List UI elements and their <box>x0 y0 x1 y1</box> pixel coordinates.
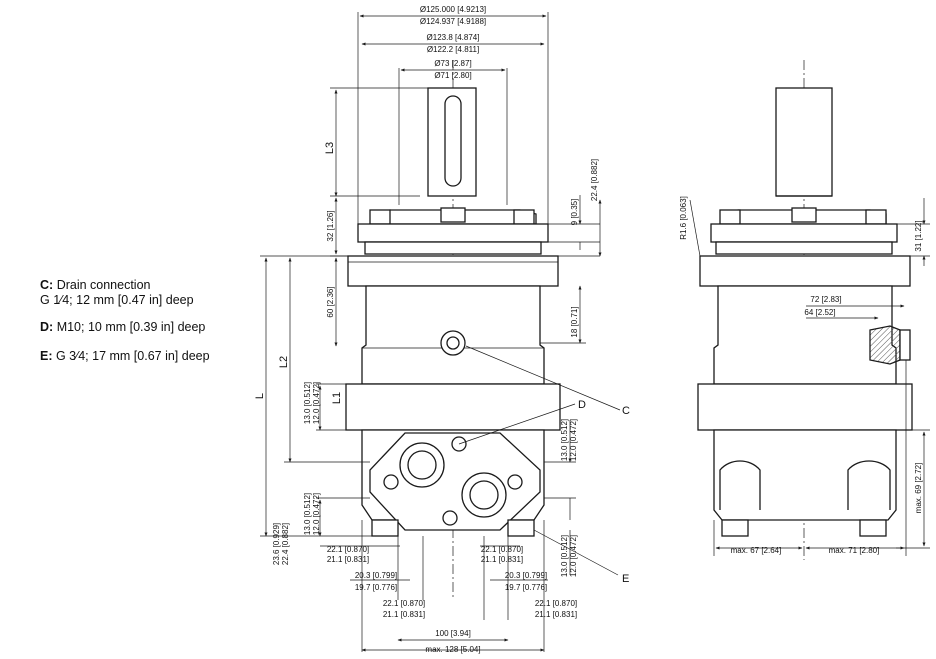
dim-120a1: 12.0 [0.472] <box>312 382 321 424</box>
dim-dia3b: Ø71 [2.80] <box>434 71 471 80</box>
legend-c-line2: G 1⁄4; 12 mm [0.47 in] deep <box>40 293 194 307</box>
bolt-head <box>507 519 535 537</box>
legend-c-letter: C: <box>40 278 54 292</box>
thread <box>383 474 399 490</box>
legend-e: E: G 3⁄4; 17 mm [0.67 in] deep <box>40 349 210 364</box>
legend-d-letter: D: <box>40 320 54 334</box>
dim-dia1b: Ø124.937 [4.9188] <box>420 17 486 26</box>
dim-224top: 22.4 [0.882] <box>590 159 599 201</box>
dim-31: 31 [1.22] <box>914 220 923 251</box>
dim-l2: L2 <box>278 356 290 368</box>
dim-max71: max. 71 [2.80] <box>829 546 880 555</box>
side-view <box>697 60 913 560</box>
dim-r16: R1.6 [0.063] <box>679 196 688 240</box>
shaft-keyway <box>444 95 462 187</box>
dim-130b2: 13.0 [0.512] <box>560 535 569 577</box>
bolt-head <box>371 519 399 537</box>
bolt-head <box>513 209 535 225</box>
thread <box>507 474 523 490</box>
dim-221d: 22.1 [0.870] <box>535 599 577 608</box>
dim-197b: 19.7 [0.776] <box>505 583 547 592</box>
bolt-head <box>369 209 391 225</box>
callout-c: C <box>622 405 630 417</box>
flange-ring <box>357 223 549 243</box>
side-flange <box>699 255 911 287</box>
dim-18: 18 [0.71] <box>570 306 579 337</box>
thread <box>442 510 458 526</box>
dim-l3: L3 <box>324 142 336 154</box>
dim-dia2a: Ø123.8 [4.874] <box>427 33 480 42</box>
front-dimension-labels: Ø125.000 [4.9213] Ø124.937 [4.9188] Ø123… <box>254 5 630 654</box>
dim-120a2: 12.0 [0.472] <box>569 419 578 461</box>
dim-221c: 22.1 [0.870] <box>383 599 425 608</box>
gerotor-ring <box>345 383 561 431</box>
dim-72: 72 [2.83] <box>810 295 841 304</box>
legend-e-text: G 3⁄4; 17 mm [0.67 in] deep <box>55 349 210 363</box>
dim-max69: max. 69 [2.72] <box>914 463 923 514</box>
dim-130a2: 13.0 [0.512] <box>560 419 569 461</box>
callout-d: D <box>578 399 586 411</box>
legend-drain-connection: C: Drain connection G 1⁄4; 12 mm [0.47 i… <box>40 278 194 308</box>
dim-dia3a: Ø73 [2.87] <box>434 59 471 68</box>
dim-dia2b: Ø122.2 [4.811] <box>427 45 479 54</box>
dim-197a: 19.7 [0.776] <box>355 583 397 592</box>
front-view <box>345 60 561 600</box>
side-shaft <box>775 87 833 197</box>
dim-211b: 21.1 [0.831] <box>481 555 523 564</box>
dim-32: 32 [1.26] <box>326 210 335 241</box>
legend-d-text: M10; 10 mm [0.39 in] deep <box>56 320 206 334</box>
dim-130a1: 13.0 [0.512] <box>303 382 312 424</box>
dim-max128: max. 128 [5.04] <box>425 645 480 654</box>
side-port-boss <box>847 460 891 510</box>
dim-l1: L1 <box>331 392 343 404</box>
dim-221a: 22.1 [0.870] <box>327 545 369 554</box>
legend-c-line1: Drain connection <box>56 278 151 292</box>
dim-236: 23.6 [0.929] <box>272 523 281 565</box>
dim-224: 22.4 [0.882] <box>281 523 290 565</box>
side-port-boss <box>719 460 761 510</box>
dim-221b: 22.1 [0.870] <box>481 545 523 554</box>
drain-section <box>869 325 901 365</box>
dim-203b: 20.3 [0.799] <box>505 571 547 580</box>
dim-9: 9 [0.35] <box>570 199 579 226</box>
dim-211a: 21.1 [0.831] <box>327 555 369 564</box>
drain-plug <box>899 329 911 361</box>
legend-e-letter: E: <box>40 349 53 363</box>
dim-64: 64 [2.52] <box>804 308 835 317</box>
front-dimensions <box>260 12 621 652</box>
dim-dia1a: Ø125.000 [4.9213] <box>420 5 486 14</box>
dim-max67: max. 67 [2.64] <box>731 546 782 555</box>
dim-120b2: 12.0 [0.472] <box>569 535 578 577</box>
legend-d: D: M10; 10 mm [0.39 in] deep <box>40 320 205 335</box>
dim-211d: 21.1 [0.831] <box>535 610 577 619</box>
dim-60: 60 [2.36] <box>326 286 335 317</box>
flange-step <box>364 241 542 255</box>
side-ring <box>697 383 913 431</box>
dim-130b1: 13.0 [0.512] <box>303 493 312 535</box>
dim-211c: 21.1 [0.831] <box>383 610 425 619</box>
dim-120b1: 12.0 [0.472] <box>312 493 321 535</box>
callout-e: E <box>622 573 629 585</box>
bolt-head <box>440 207 466 223</box>
side-dimension-labels: R1.6 [0.063] 31 [1.22] 72 [2.83] 64 [2.5… <box>679 196 923 555</box>
mounting-flange <box>347 255 559 287</box>
dim-203a: 20.3 [0.799] <box>355 571 397 580</box>
side-dimensions <box>689 198 930 556</box>
dim-l: L <box>254 393 266 399</box>
side-housing <box>713 285 897 385</box>
dim-100: 100 [3.94] <box>435 629 471 638</box>
